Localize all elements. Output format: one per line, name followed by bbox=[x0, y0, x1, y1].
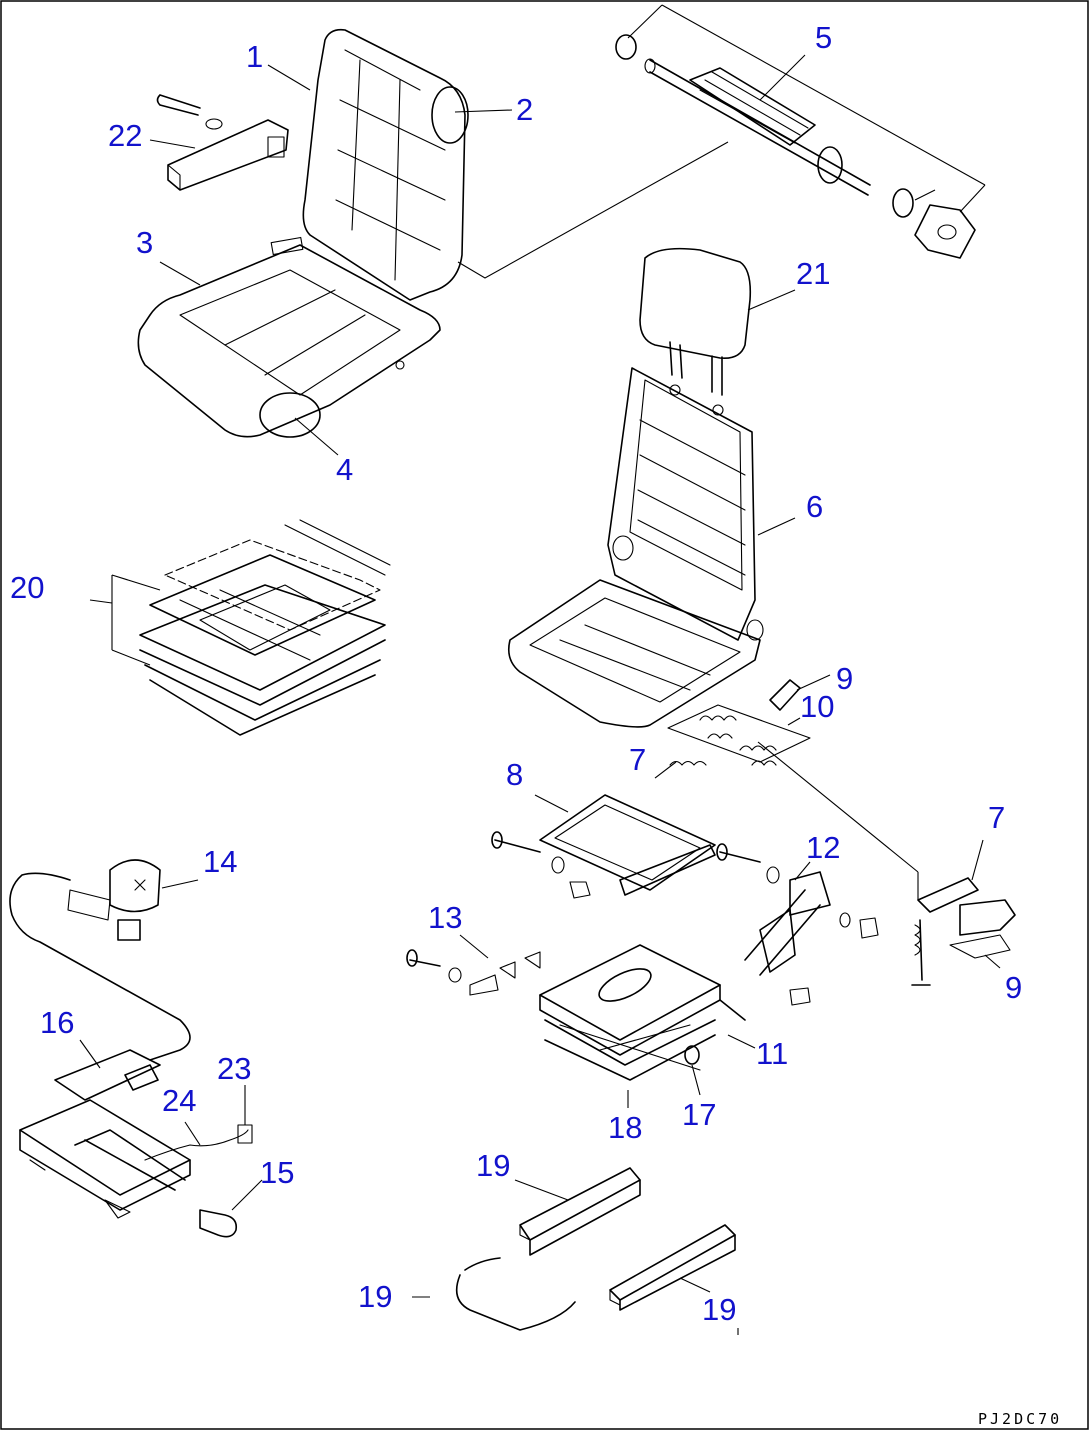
seat-frame bbox=[507, 367, 764, 728]
recliner-rod-assembly bbox=[615, 34, 976, 259]
rail-wire bbox=[455, 1257, 576, 1331]
callout-14: 14 bbox=[203, 844, 237, 879]
callout-13: 13 bbox=[428, 900, 462, 935]
recliner-spring bbox=[689, 67, 816, 146]
spring-small bbox=[669, 760, 707, 766]
callout-9a: 9 bbox=[836, 661, 853, 696]
armrest-washer bbox=[205, 118, 223, 130]
callout-19a: 19 bbox=[476, 1148, 510, 1183]
headrest bbox=[639, 247, 752, 396]
callout-18: 18 bbox=[608, 1110, 642, 1145]
damper bbox=[759, 909, 796, 973]
callout-1: 1 bbox=[246, 39, 263, 74]
callout-16: 16 bbox=[40, 1005, 74, 1040]
callout-8: 8 bbox=[506, 757, 523, 792]
cushion-pad-stack bbox=[139, 519, 391, 736]
slide-rail-assembly bbox=[491, 760, 716, 899]
armrest-bolt bbox=[156, 94, 201, 116]
adjust-knob bbox=[684, 1045, 700, 1065]
clip bbox=[124, 1064, 159, 1091]
seat-back-cushion bbox=[302, 28, 469, 301]
callout-19b: 19 bbox=[358, 1279, 392, 1314]
callout-7a: 7 bbox=[629, 742, 646, 777]
suspension-link bbox=[716, 843, 879, 1006]
rail-knob bbox=[199, 1209, 238, 1238]
callout-12: 12 bbox=[806, 830, 840, 865]
seat-suspension bbox=[539, 944, 746, 1081]
callout-9b: 9 bbox=[1005, 970, 1022, 1005]
headrest-pad bbox=[431, 86, 469, 144]
seat-springs bbox=[667, 704, 811, 766]
callout-17: 17 bbox=[682, 1097, 716, 1132]
callout-2: 2 bbox=[516, 92, 533, 127]
drawing-code: PJ2DC70 bbox=[978, 1410, 1062, 1428]
lever-handle bbox=[9, 859, 191, 1061]
callout-22: 22 bbox=[108, 118, 142, 153]
left-rail-assembly bbox=[19, 1049, 253, 1238]
callout-19c: 19 bbox=[702, 1292, 736, 1327]
lever-knob-lower bbox=[959, 899, 1016, 936]
callout-5: 5 bbox=[815, 20, 832, 55]
bracket-bolt bbox=[911, 919, 931, 986]
rod-washer bbox=[892, 188, 914, 218]
callout-24: 24 bbox=[162, 1083, 196, 1118]
callout-7b: 7 bbox=[988, 800, 1005, 835]
callout-21: 21 bbox=[796, 256, 830, 291]
callout-numbers: 1 2 3 4 5 6 7 7 8 9 9 10 11 12 13 14 15 … bbox=[10, 20, 1022, 1327]
callout-6: 6 bbox=[806, 489, 823, 524]
callout-23: 23 bbox=[217, 1051, 251, 1086]
callout-20: 20 bbox=[10, 570, 44, 605]
wire-harness bbox=[144, 1129, 249, 1161]
callout-15: 15 bbox=[260, 1155, 294, 1190]
callout-4: 4 bbox=[336, 452, 353, 487]
leader-lines bbox=[79, 4, 1001, 1335]
callout-11: 11 bbox=[756, 1036, 788, 1071]
rail-bracket bbox=[911, 877, 1016, 986]
callout-10: 10 bbox=[800, 689, 834, 724]
suspension-cap bbox=[598, 968, 652, 1002]
seat-rails bbox=[455, 1167, 736, 1331]
mount-bolt bbox=[409, 959, 441, 967]
seat-cushion bbox=[137, 236, 441, 438]
lever-knob-upper bbox=[769, 679, 801, 711]
cushion-side-pad bbox=[259, 392, 321, 438]
rod-cap bbox=[615, 34, 637, 60]
rod-nut bbox=[914, 204, 976, 259]
mount-bolts bbox=[406, 949, 541, 996]
armrest bbox=[156, 94, 289, 191]
callout-3: 3 bbox=[136, 225, 153, 260]
control-cable bbox=[9, 872, 191, 1061]
